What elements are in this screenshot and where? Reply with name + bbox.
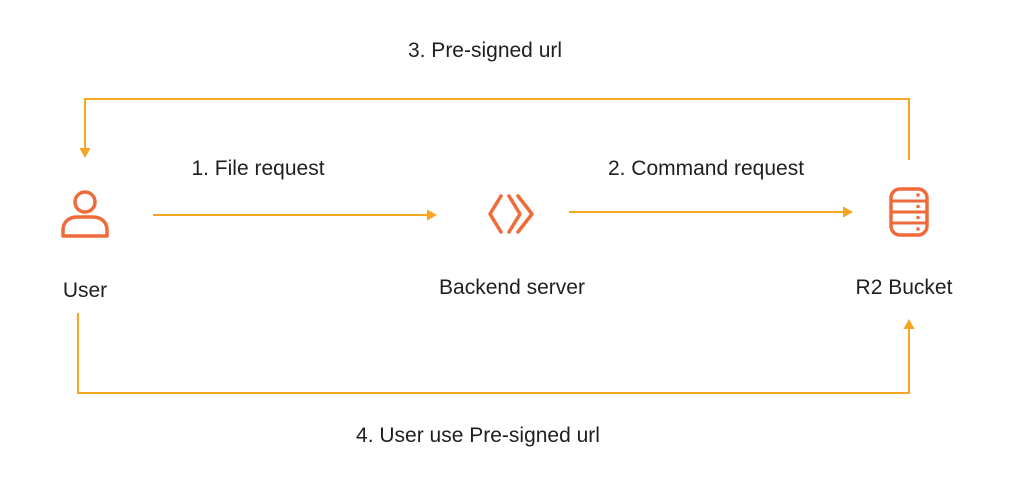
step-2-label: 2. Command request bbox=[607, 157, 805, 180]
arrow-command-request bbox=[569, 206, 854, 218]
step-3-label: 3. Pre-signed url bbox=[407, 39, 563, 62]
user-label: User bbox=[62, 279, 108, 302]
database-icon bbox=[889, 187, 929, 237]
step-4-label: 4. User use Pre-signed url bbox=[356, 424, 600, 447]
arrow-pre-signed-url bbox=[79, 98, 910, 160]
arrow-user-use-pre-signed-url bbox=[77, 313, 915, 394]
backend-server-label: Backend server bbox=[439, 276, 585, 299]
r2-bucket-label: R2 Bucket bbox=[855, 276, 953, 299]
arrow-file-request bbox=[153, 209, 438, 221]
user-icon bbox=[61, 190, 109, 238]
chevrons-icon bbox=[488, 194, 534, 234]
step-1-label: 1. File request bbox=[191, 157, 325, 180]
